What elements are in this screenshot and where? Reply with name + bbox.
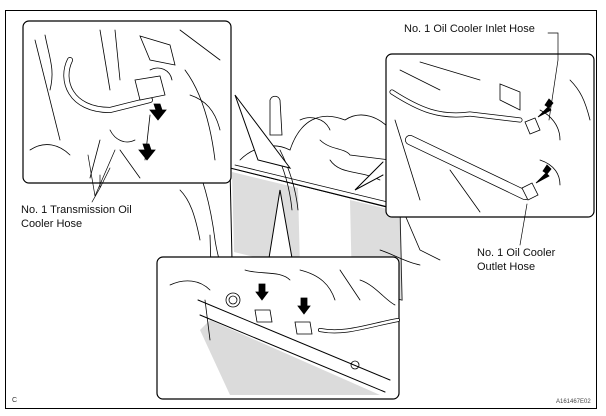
inset-oil-cooler-hoses — [385, 32, 595, 246]
figure-frame — [5, 10, 597, 409]
label-transmission-hose-line1: No. 1 Transmission Oil — [21, 204, 132, 216]
label-transmission-hose-line2: Cooler Hose — [21, 218, 83, 230]
corner-letter: C — [12, 397, 18, 404]
inset-transmission-hose — [22, 20, 232, 203]
figure-code: A161467E02 — [556, 399, 591, 405]
label-outlet-hose-line1: No. 1 Oil Cooler — [477, 247, 556, 259]
label-outlet-hose-line2: Outlet Hose — [477, 261, 536, 273]
inset-radiator-bolts — [156, 256, 400, 400]
label-inlet-hose: No. 1 Oil Cooler Inlet Hose — [404, 23, 535, 35]
